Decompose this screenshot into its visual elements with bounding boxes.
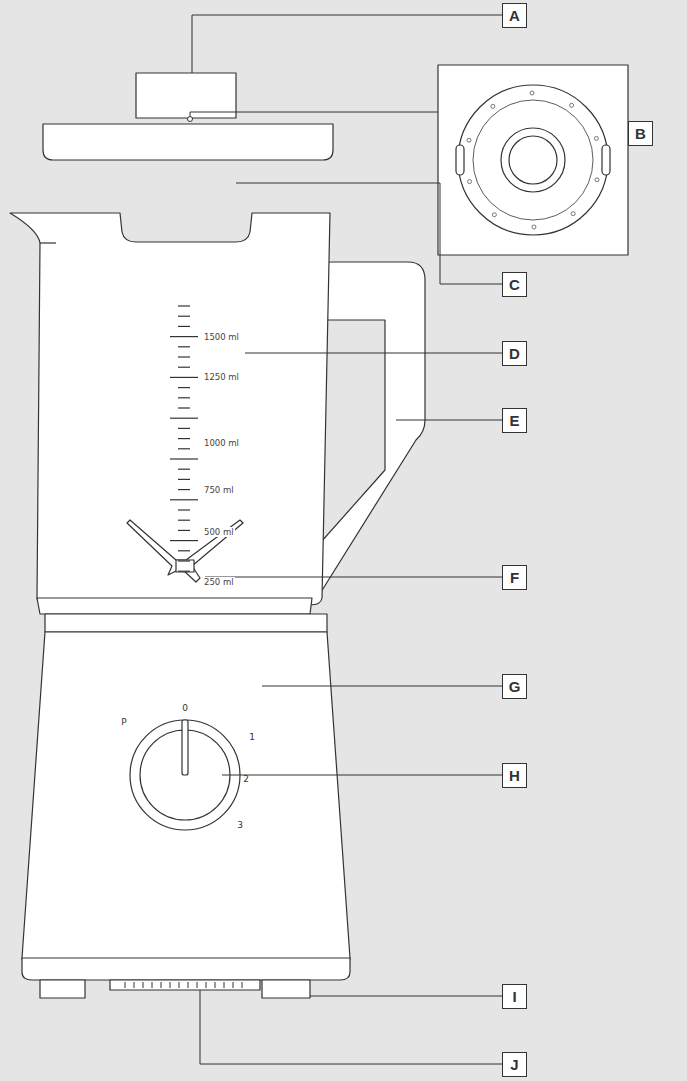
- callout-letter: D: [502, 341, 527, 366]
- callout-letter: I: [502, 984, 527, 1009]
- vent-plate: [110, 980, 260, 990]
- blade-hub: [176, 560, 194, 572]
- knob-pointer: [182, 720, 188, 775]
- base-collar: [45, 614, 327, 632]
- volume-mark: 1500 ml: [203, 332, 240, 342]
- speed-setting: P: [121, 717, 126, 727]
- callout-letter: F: [502, 565, 527, 590]
- lid-underside: [458, 85, 608, 235]
- callout-letter: J: [502, 1052, 527, 1077]
- motor-base: [22, 632, 350, 965]
- volume-mark: 500 ml: [203, 527, 235, 537]
- speed-setting: 1: [249, 732, 255, 742]
- callout-letter: E: [502, 408, 527, 433]
- lid-tab: [602, 145, 610, 175]
- speed-setting: 2: [243, 774, 249, 784]
- lid-opening-rim: [501, 128, 565, 192]
- jug: [10, 213, 330, 605]
- callout-letter: G: [502, 674, 527, 699]
- callout-letter: C: [502, 272, 527, 297]
- lid-ring: [473, 100, 593, 220]
- lid-tab: [456, 145, 464, 175]
- base-band: [22, 958, 350, 980]
- callout-letter: B: [628, 121, 653, 146]
- volume-mark: 1250 ml: [203, 372, 240, 382]
- volume-mark: 750 ml: [203, 485, 235, 495]
- leader-lines: [190, 15, 502, 1064]
- spout-line: [40, 242, 56, 243]
- lid: [43, 124, 333, 160]
- foot: [262, 980, 310, 998]
- callout-letter: A: [502, 3, 527, 28]
- blade-assembly: [127, 520, 243, 582]
- inset-frame: [438, 65, 628, 255]
- speed-setting: 0: [182, 703, 188, 713]
- lid-opening: [509, 136, 557, 184]
- jug-base: [37, 598, 312, 614]
- lid-cap: [136, 73, 236, 118]
- volume-mark: 1000 ml: [203, 438, 240, 448]
- volume-mark: 250 ml: [203, 577, 235, 587]
- callout-letter: H: [502, 763, 527, 788]
- speed-setting: 3: [237, 820, 243, 830]
- foot: [40, 980, 85, 998]
